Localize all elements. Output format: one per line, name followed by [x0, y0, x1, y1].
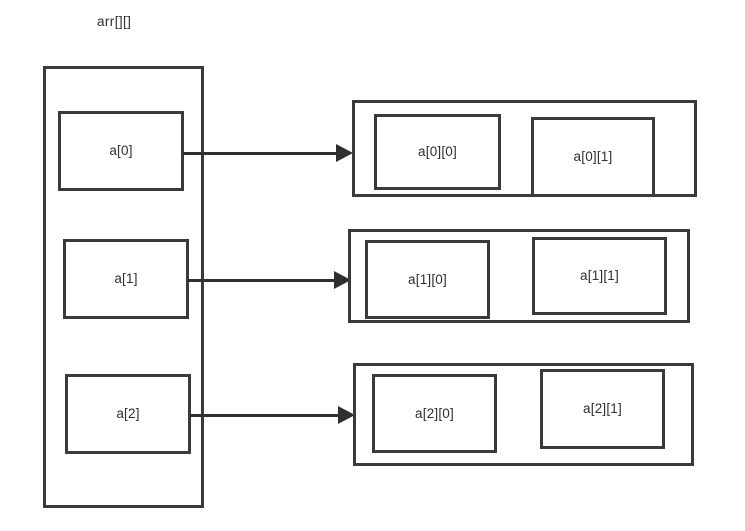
pointer-cell-a0-label: a[0]	[109, 143, 133, 159]
arrow-a2-head	[338, 406, 355, 424]
pointer-cell-a2-label: a[2]	[116, 406, 140, 422]
cell-a11-label: a[1][1]	[580, 268, 619, 284]
arrow-a1-head	[334, 271, 351, 289]
pointer-cell-a1[interactable]: a[1]	[63, 239, 189, 319]
pointer-cell-a1-label: a[1]	[114, 271, 138, 287]
arrow-a0	[183, 144, 353, 162]
cell-a20[interactable]: a[2][0]	[372, 374, 497, 453]
cell-a10-label: a[1][0]	[408, 271, 447, 287]
pointer-cell-a2[interactable]: a[2]	[65, 374, 191, 454]
arrow-a0-head	[336, 144, 353, 162]
arrow-a1	[188, 271, 351, 289]
arrow-a2	[190, 406, 355, 424]
pointer-cell-a0[interactable]: a[0]	[58, 111, 184, 191]
arrow-a1-shaft	[188, 278, 334, 282]
cell-a21[interactable]: a[2][1]	[540, 369, 665, 449]
cell-a01-label: a[0][1]	[573, 149, 613, 165]
cell-a21-label: a[2][1]	[583, 401, 622, 417]
cell-a00-label: a[0][0]	[418, 144, 457, 160]
diagram-title: arr[][]	[97, 14, 132, 29]
cell-a20-label: a[2][0]	[415, 405, 454, 421]
arrow-a2-shaft	[190, 413, 338, 417]
cell-a11[interactable]: a[1][1]	[532, 237, 667, 315]
arrow-a0-shaft	[183, 151, 336, 155]
cell-a10[interactable]: a[1][0]	[365, 240, 490, 319]
cell-a00[interactable]: a[0][0]	[374, 114, 501, 190]
cell-a01[interactable]: a[0][1]	[531, 117, 655, 197]
